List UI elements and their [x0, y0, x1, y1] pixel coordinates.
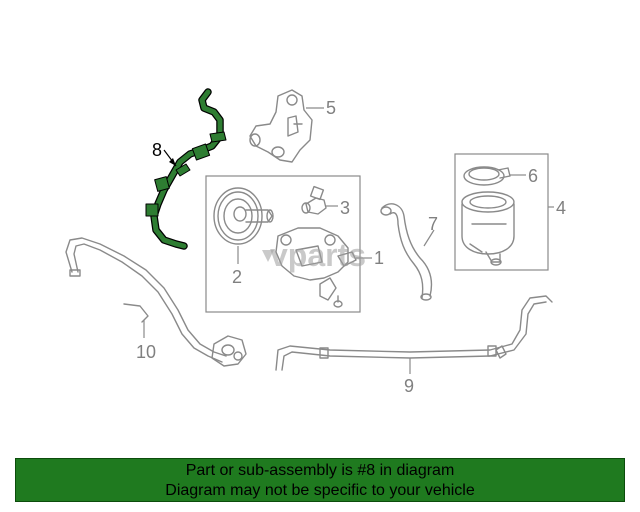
svg-text:9: 9 — [404, 376, 414, 396]
svg-text:1: 1 — [374, 248, 384, 268]
part-1-pump-body[interactable] — [275, 227, 357, 308]
svg-text:2: 2 — [232, 267, 242, 287]
callout-6: 6 — [510, 166, 538, 186]
vparts-watermark: vparts — [262, 237, 366, 273]
reservoir-box — [454, 153, 549, 271]
callout-10: 10 — [136, 320, 156, 362]
callout-5: 5 — [306, 98, 336, 118]
callout-7: 7 — [423, 214, 438, 247]
part-2-pulley[interactable] — [213, 187, 274, 245]
callout-4: 4 — [548, 198, 566, 218]
svg-text:5: 5 — [326, 98, 336, 118]
svg-text:4: 4 — [556, 198, 566, 218]
part-5-bracket[interactable] — [249, 89, 313, 163]
part-10-return-tube[interactable] — [65, 237, 247, 367]
part-6-reservoir-cap[interactable] — [463, 166, 511, 186]
callout-9: 9 — [404, 358, 414, 396]
callout-3: 3 — [326, 198, 350, 218]
svg-text:6: 6 — [528, 166, 538, 186]
info-banner: Part or sub-assembly is #8 in diagram Di… — [15, 458, 625, 502]
callout-1: 1 — [356, 248, 384, 268]
svg-text:7: 7 — [428, 214, 438, 234]
part-9-cooler-tube[interactable] — [275, 295, 553, 371]
part-7-return-hose[interactable] — [380, 203, 433, 301]
pump-assembly-box — [205, 175, 361, 313]
banner-line-part: Part or sub-assembly is #8 in diagram — [185, 462, 455, 479]
callout-8: 8 — [152, 140, 177, 167]
callout-2: 2 — [232, 246, 242, 287]
svg-text:vparts: vparts — [270, 237, 366, 273]
svg-text:8: 8 — [152, 140, 162, 160]
part-8-pressure-hose[interactable] — [145, 88, 227, 250]
part-4-reservoir-tank[interactable] — [461, 191, 515, 266]
part-3-valve[interactable] — [301, 185, 327, 215]
svg-text:10: 10 — [136, 342, 156, 362]
banner-line-disclaimer: Diagram may not be specific to your vehi… — [165, 482, 475, 499]
svg-text:3: 3 — [340, 198, 350, 218]
